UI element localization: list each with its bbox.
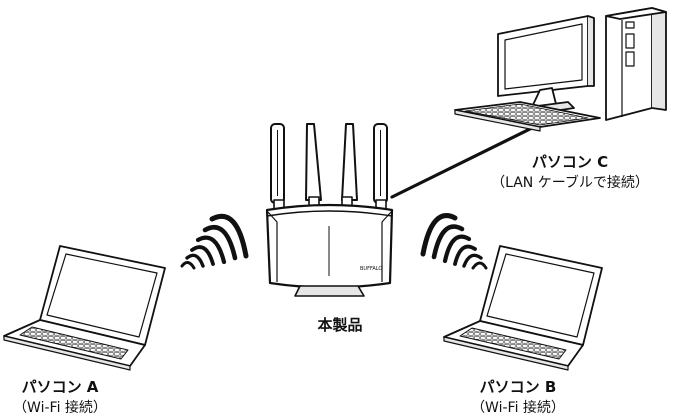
laptop-icon bbox=[443, 245, 603, 371]
pc-b-label: パソコン B （Wi-Fi 接続） bbox=[448, 376, 588, 417]
router-icon: BUFFALO bbox=[265, 123, 394, 297]
pc-c-label: パソコン C （LAN ケーブルで接続） bbox=[470, 151, 670, 192]
wifi-waves-icon bbox=[420, 213, 488, 270]
pc-c-connection: （LAN ケーブルで接続） bbox=[491, 175, 649, 191]
pc-c-name: パソコン C bbox=[531, 153, 609, 171]
pc-a-name: パソコン A bbox=[21, 378, 99, 396]
pc-b-name: パソコン B bbox=[479, 378, 557, 396]
pc-b-connection: （Wi-Fi 接続） bbox=[471, 400, 565, 416]
router-brand-label: BUFFALO bbox=[360, 266, 382, 272]
pc-a-connection: （Wi-Fi 接続） bbox=[13, 400, 107, 416]
router-antenna bbox=[341, 123, 358, 201]
laptop-icon bbox=[3, 245, 166, 371]
wifi-waves-icon bbox=[180, 213, 249, 270]
router-antenna bbox=[305, 123, 322, 201]
router-label: 本製品 bbox=[317, 316, 363, 334]
lan-cable-icon bbox=[390, 122, 542, 199]
desktop-pc-icon bbox=[454, 7, 667, 132]
pc-a-label: パソコン A （Wi-Fi 接続） bbox=[0, 376, 120, 417]
